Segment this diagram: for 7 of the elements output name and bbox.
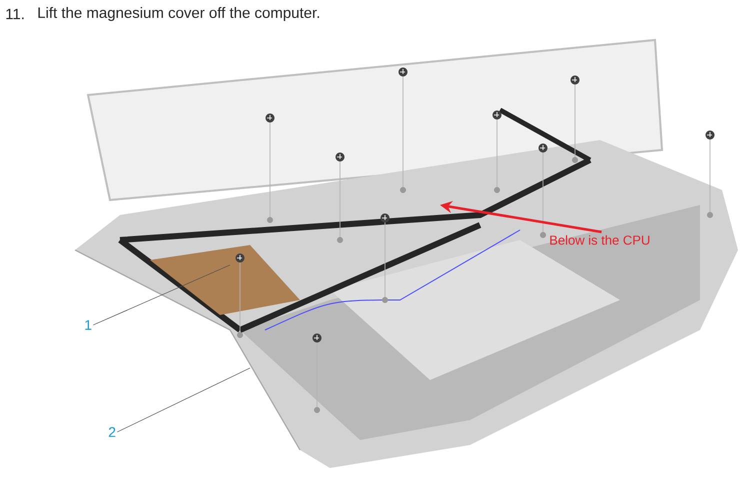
step-number: 11.	[6, 8, 24, 20]
leader-line	[116, 368, 250, 432]
callout-number: 1	[85, 320, 92, 330]
leader-line	[92, 264, 230, 326]
callout-number: 2	[108, 427, 116, 437]
title: Lift the magnesium cover off the computer.	[38, 7, 319, 21]
annotation-text: Below is the CPU	[550, 235, 650, 245]
